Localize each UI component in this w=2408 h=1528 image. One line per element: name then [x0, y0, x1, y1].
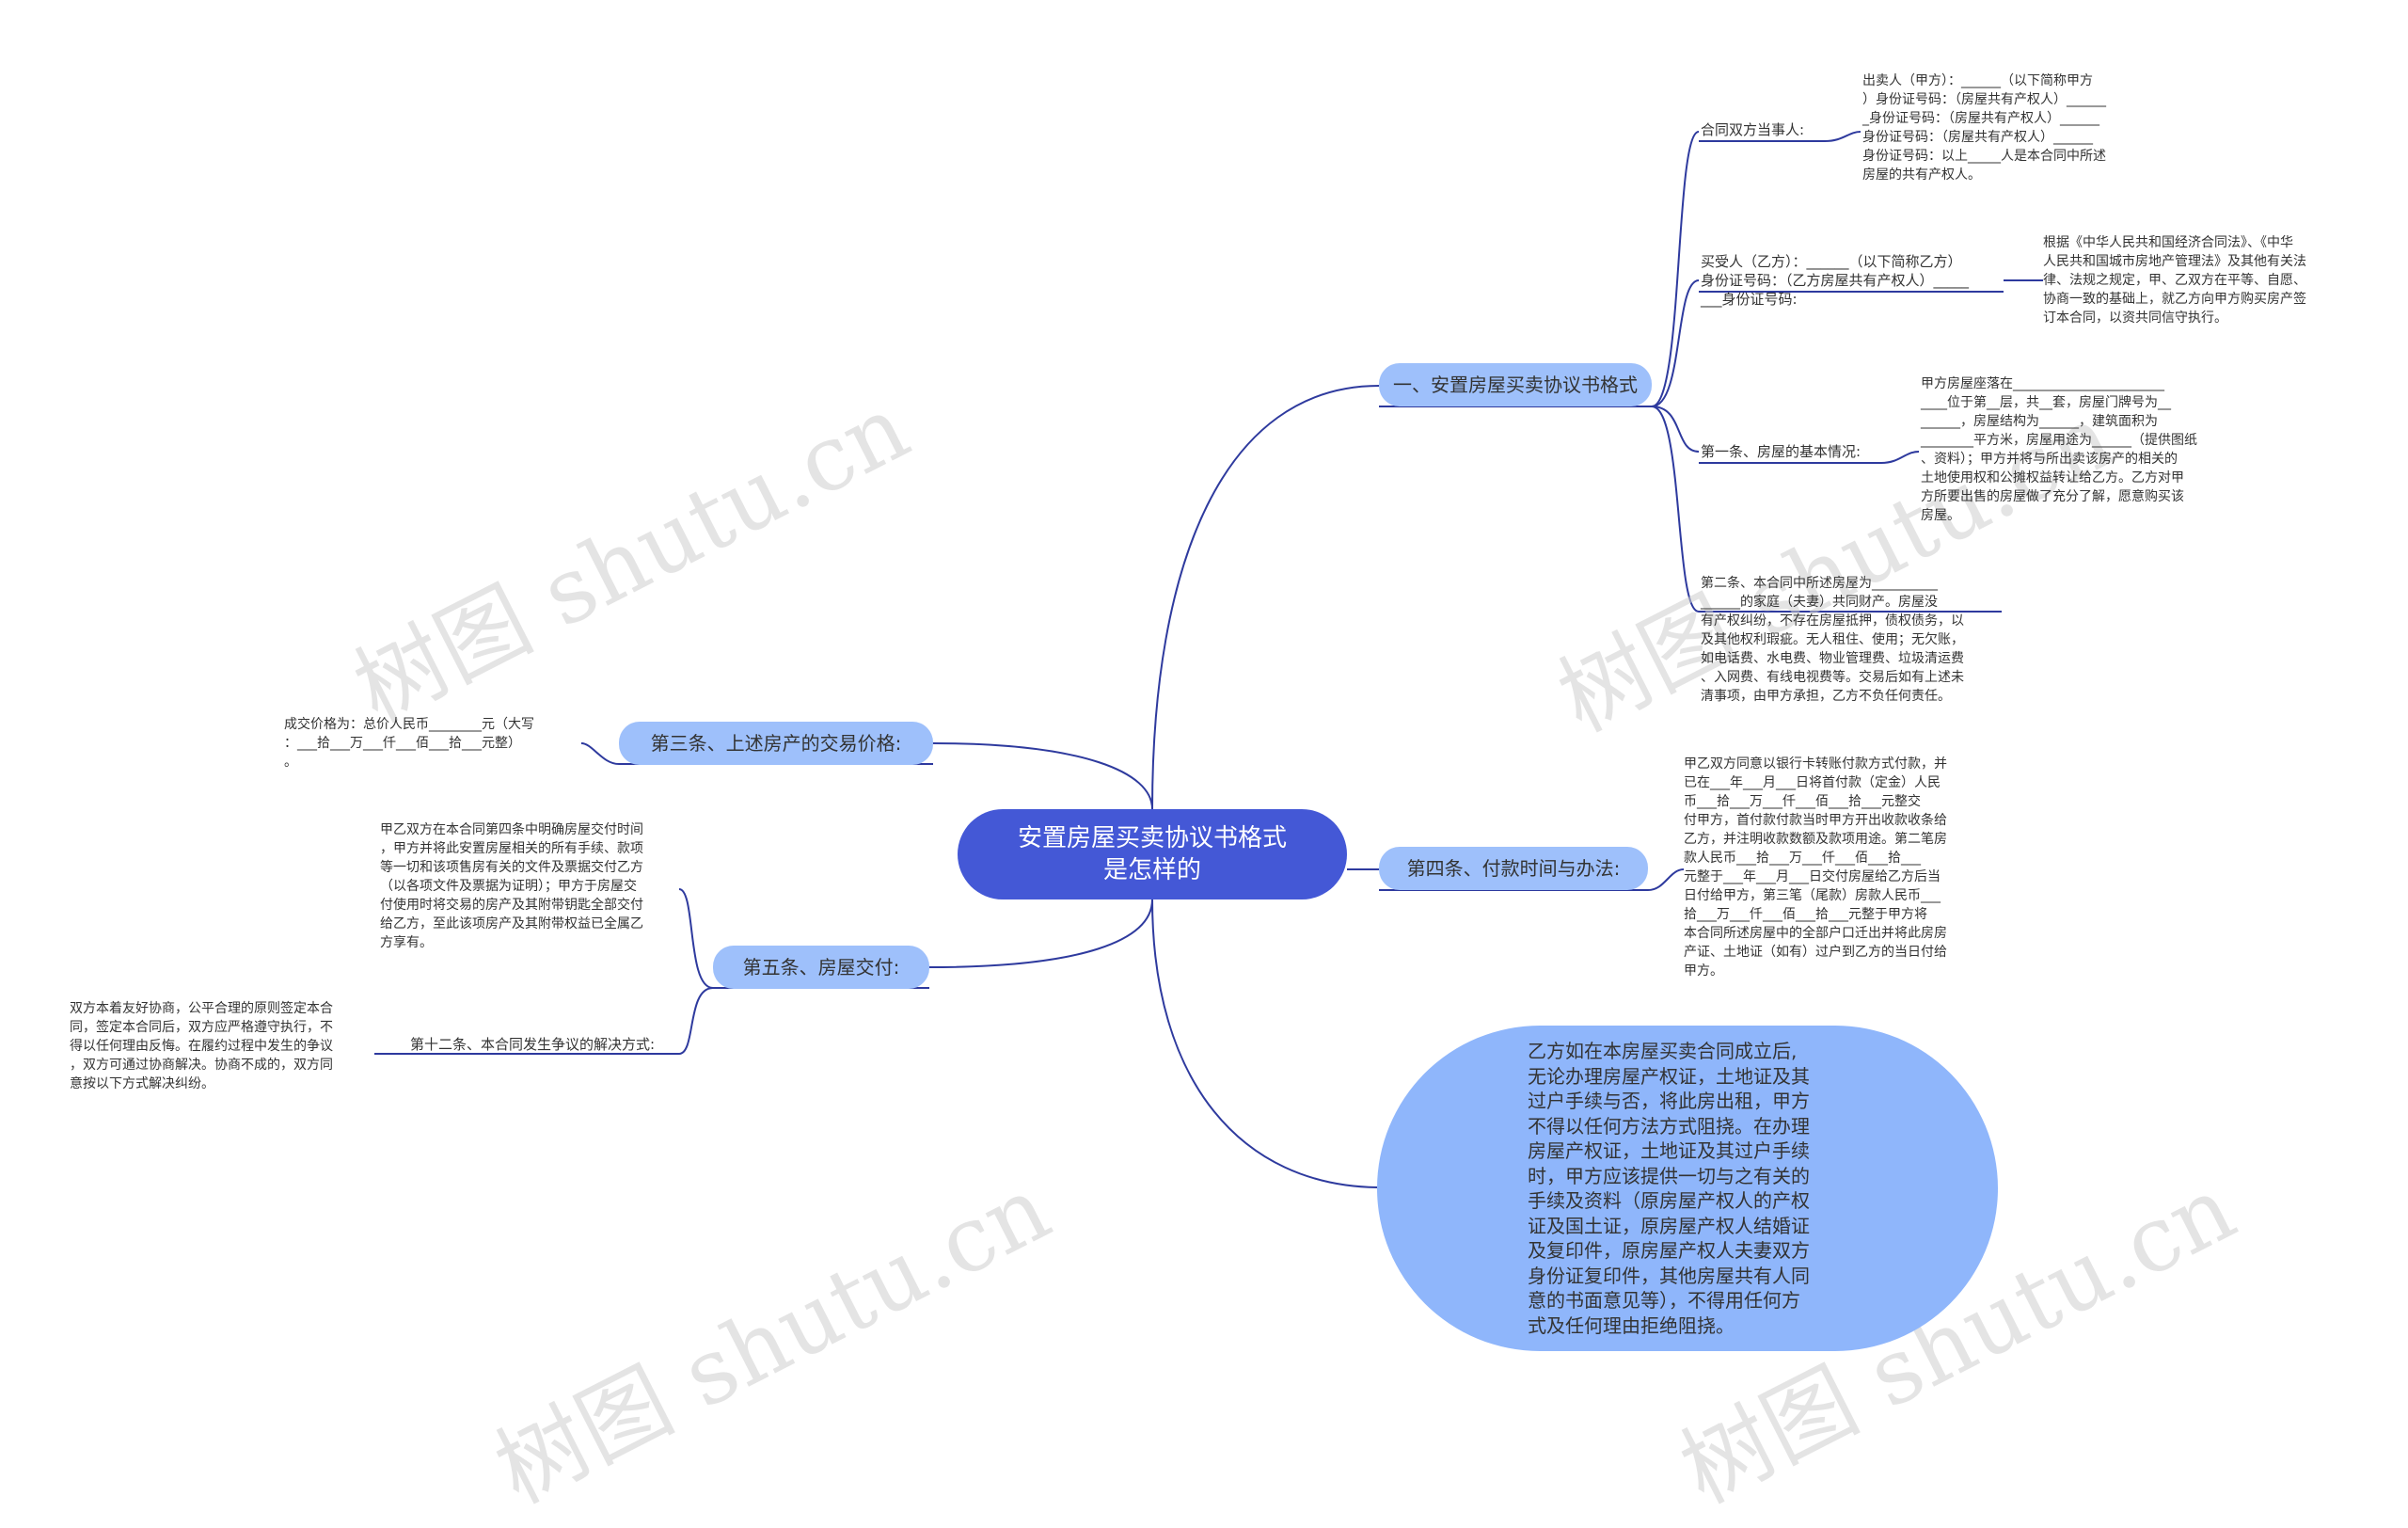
link-root-b5 [928, 899, 1153, 968]
root-title-line2: 是怎样的 [1102, 856, 1201, 884]
link-b1-parties [1651, 131, 1700, 407]
branch-article5-delivery[interactable]: 第五条、房屋交付: [713, 946, 929, 989]
branch-article3-price[interactable]: 第三条、上述房产的交易价格: [619, 722, 933, 765]
link-root-note [1151, 899, 1378, 1188]
branch-article4-payment[interactable]: 第四条、付款时间与办法: [1379, 847, 1648, 890]
text-article2-property: 第二条、本合同中所述房屋为__________ ______的家庭（夫妻）共同财… [1701, 576, 1964, 704]
text-seller-info: 出卖人（甲方）：______（以下简称甲方 ）身份证号码：（房屋共有产权人）__… [1862, 73, 2106, 183]
text-legal-basis: 根据《中华人民共和国经济合同法》、《中华 人民共和国城市房地产管理法》及其他有关… [2043, 235, 2306, 326]
label-article12-dispute[interactable]: 第十二条、本合同发生争议的解决方式: [410, 1036, 656, 1053]
text-payment-details: 甲乙双方同意以银行卡转账付款方式付款，并 已在___年___月___日将首付款（… [1684, 756, 1947, 979]
label-contract-parties[interactable]: 合同双方当事人: [1701, 121, 1805, 138]
root-title-line1: 安置房屋买卖协议书格式 [1017, 824, 1287, 852]
text-house-details: 甲方房屋座落在_______________________ ____位于第__… [1921, 376, 2197, 523]
label-buyer[interactable]: 买受人（乙方）：______（以下简称乙方） 身份证号码：（乙方房屋共有产权人）… [1701, 253, 1970, 308]
link-b1-art2 [1651, 406, 1700, 613]
root-node[interactable]: 安置房屋买卖协议书格式 是怎样的 [958, 809, 1347, 899]
connector-lines [374, 131, 2043, 1188]
text-price-details: 成交价格为：总价人民币________元（大写 ：___拾___万___仟___… [284, 717, 534, 770]
link-root-b1 [1151, 385, 1380, 810]
text-delivery-details: 甲乙双方在本合同第四条中明确房屋交付时间 ，甲方并将此安置房屋相关的所有手续、款… [380, 822, 643, 950]
link-b1-buyer [1651, 279, 1700, 407]
text-dispute-details: 双方本着友好协商，公平合理的原则签定本合 同，签定本合同后，双方应严格遵守执行，… [70, 1001, 333, 1091]
branch-agreement-format[interactable]: 一、安置房屋买卖协议书格式 [1379, 363, 1652, 406]
label-article1-house-info[interactable]: 第一条、房屋的基本情况: [1701, 443, 1861, 460]
link-b1-art1 [1651, 406, 1700, 453]
link-b5-art12 [678, 987, 714, 1055]
link-b5-delivery [678, 888, 714, 989]
buyer-rights-note[interactable]: 乙方如在本房屋买卖合同成立后, 无论办理房屋产权证，土地证及其 过户手续与否，将… [1377, 1026, 1998, 1351]
link-root-b3 [932, 742, 1153, 810]
